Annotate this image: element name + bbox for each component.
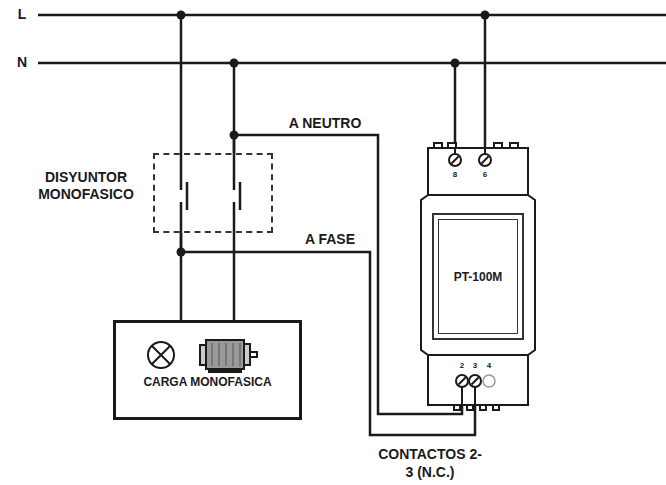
device-phase-feed	[484, 15, 487, 148]
junction-dot	[230, 131, 239, 140]
housing-body	[421, 148, 535, 405]
terminal-screw	[479, 154, 491, 166]
housing-steps	[421, 195, 535, 355]
wire-label: A FASE	[303, 231, 357, 249]
breaker-upper-contact	[233, 153, 236, 190]
motor-shaft	[250, 352, 257, 357]
device-neutral-feed	[454, 63, 457, 148]
screw-slot	[472, 378, 479, 385]
terminal-number: 2	[460, 361, 464, 371]
terminal-number: 4	[487, 361, 491, 371]
device-display: PT-100M	[432, 213, 524, 340]
screw-slot	[452, 157, 459, 164]
phase-line	[38, 14, 666, 17]
junction-dot	[481, 11, 490, 20]
junction-dot	[230, 59, 239, 68]
phase-label: L	[12, 6, 32, 24]
load-label: CARGA MONOFASICA	[116, 375, 299, 389]
breaker-box: DISYUNTOR MONOFASICO	[153, 153, 273, 233]
motor-fin	[240, 343, 241, 366]
wire-connector	[233, 233, 236, 320]
empty-terminal	[483, 375, 495, 387]
contacts-note: CONTACTOS 2-3 (N.C.)	[376, 446, 484, 481]
breaker-label: DISYUNTOR MONOFASICO	[23, 169, 149, 203]
motor-symbol	[200, 340, 257, 373]
breaker-upper-contact	[180, 153, 183, 190]
breaker-lower-contact	[233, 202, 236, 233]
screw-slot	[459, 378, 466, 385]
terminal-number: 6	[483, 170, 487, 180]
device-housing: 8 6 234 PT-100M	[418, 140, 538, 405]
device-model: PT-100M	[434, 269, 522, 283]
terminal-number: 8	[453, 170, 457, 180]
motor-feet	[209, 369, 241, 373]
lamp-cross	[152, 346, 170, 364]
breaker-blade	[239, 182, 242, 210]
junction-dot	[177, 248, 186, 257]
breaker-phase-feed	[180, 15, 183, 153]
motor-fin	[212, 343, 213, 366]
breaker-blade	[186, 182, 189, 210]
terminal-screw	[469, 375, 481, 387]
terminal-screw	[449, 154, 461, 166]
wire-label: A NEUTRO	[287, 115, 364, 133]
screw-slot	[482, 157, 489, 164]
load-icons	[116, 323, 291, 373]
terminal-number: 3	[473, 361, 477, 371]
junction-dot	[451, 59, 460, 68]
terminal-screw	[456, 375, 468, 387]
neutral-label: N	[12, 54, 32, 72]
breaker-lower-contact	[180, 202, 183, 233]
motor-body	[206, 340, 244, 369]
junction-dot	[177, 11, 186, 20]
motor-fin	[233, 343, 234, 366]
neutral-line	[38, 62, 666, 65]
lamp-symbol	[148, 342, 174, 368]
motor-fin	[219, 343, 220, 366]
load-box: CARGA MONOFASICA	[113, 320, 302, 420]
motor-fin	[226, 343, 227, 366]
